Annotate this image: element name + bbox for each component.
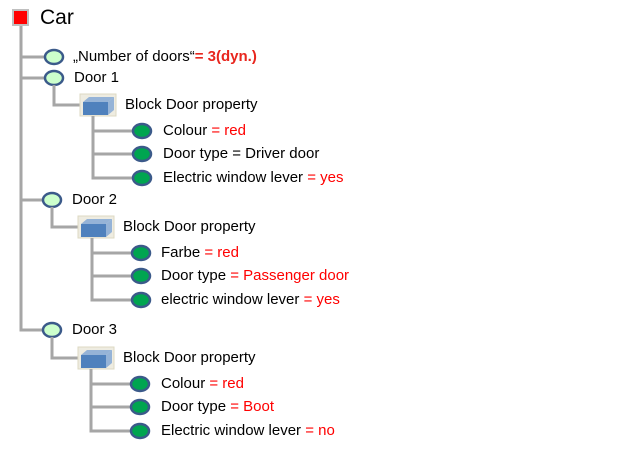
property-item: Electric window lever = no <box>161 422 335 440</box>
property-name: Door type <box>163 145 233 162</box>
property-node-icon <box>129 375 151 393</box>
root-node: Car <box>40 6 74 30</box>
connector-line <box>89 369 131 433</box>
property-node-icon <box>131 122 153 140</box>
block-door-property: Block Door property <box>125 96 258 114</box>
property-node-icon <box>130 244 152 262</box>
property-value: = no <box>305 422 335 439</box>
property-item: Door type = Driver door <box>163 145 319 163</box>
property-value: = yes <box>303 291 340 308</box>
door-2: Door 2 <box>72 191 117 209</box>
block-icon-side <box>106 350 112 368</box>
block-icon <box>81 355 106 368</box>
property-node-icon <box>130 291 152 309</box>
property-value: = red <box>209 375 244 392</box>
property-node-icon <box>129 398 151 416</box>
property-item: Door type = Boot <box>161 398 274 416</box>
door-node-icon <box>41 191 63 209</box>
property-value: = red <box>204 244 239 261</box>
property-value: = Driver door <box>232 145 320 162</box>
block-door-property: Block Door property <box>123 349 256 367</box>
door-1: Door 1 <box>74 69 119 87</box>
property-item: electric window lever = yes <box>161 291 340 309</box>
property-name: electric window lever <box>161 291 304 308</box>
property-value: = Passenger door <box>230 267 350 284</box>
block-icon-side <box>108 97 114 115</box>
block-icon-top <box>81 219 112 224</box>
trunk-line <box>19 26 44 332</box>
connector-line <box>90 238 132 302</box>
property-node-icon <box>131 169 153 187</box>
property-node-icon <box>130 267 152 285</box>
block-label: Block Door property <box>123 349 256 366</box>
connector-line <box>50 337 81 360</box>
connector-line <box>91 116 133 180</box>
property-node-icon <box>131 145 153 163</box>
attribute-number-of-doors: „Number of doors“= 3(dyn.) <box>73 48 257 66</box>
property-name: Colour <box>163 122 212 139</box>
attribute-value: = 3(dyn.) <box>194 48 257 65</box>
block-icon <box>83 102 108 115</box>
block-label: Block Door property <box>123 218 256 235</box>
block-icon-top <box>83 97 114 102</box>
root-label: Car <box>40 6 74 29</box>
property-item: Door type = Passenger door <box>161 267 349 285</box>
door-node-icon <box>43 69 65 87</box>
property-name: Electric window lever <box>161 422 306 439</box>
property-name: Farbe <box>161 244 205 261</box>
property-name: Electric window lever <box>163 169 308 186</box>
property-value: = yes <box>307 169 344 186</box>
door-label: Door 3 <box>72 321 118 338</box>
block-label: Block Door property <box>125 96 258 113</box>
property-name: Colour <box>161 375 210 392</box>
door-label: Door 1 <box>74 69 120 86</box>
block-door-property: Block Door property <box>123 218 256 236</box>
property-item: Farbe = red <box>161 244 239 262</box>
connector-line <box>52 85 83 107</box>
property-node-icon <box>129 422 151 440</box>
property-item: Electric window lever = yes <box>163 169 344 187</box>
property-value: = Boot <box>230 398 274 415</box>
property-item: Colour = red <box>163 122 246 140</box>
red-square-icon <box>12 9 29 26</box>
door-label: Door 2 <box>72 191 118 208</box>
door-3: Door 3 <box>72 321 117 339</box>
block-icon-side <box>106 219 112 237</box>
property-item: Colour = red <box>161 375 244 393</box>
attribute-name: „Number of doors“ <box>73 48 195 65</box>
property-value: = red <box>211 122 246 139</box>
attribute-node-icon <box>43 48 65 66</box>
door-node-icon <box>41 321 63 339</box>
connector-line <box>50 207 81 229</box>
block-icon-top <box>81 350 112 355</box>
block-icon <box>81 224 106 237</box>
property-name: Door type <box>161 398 231 415</box>
property-name: Door type <box>161 267 231 284</box>
